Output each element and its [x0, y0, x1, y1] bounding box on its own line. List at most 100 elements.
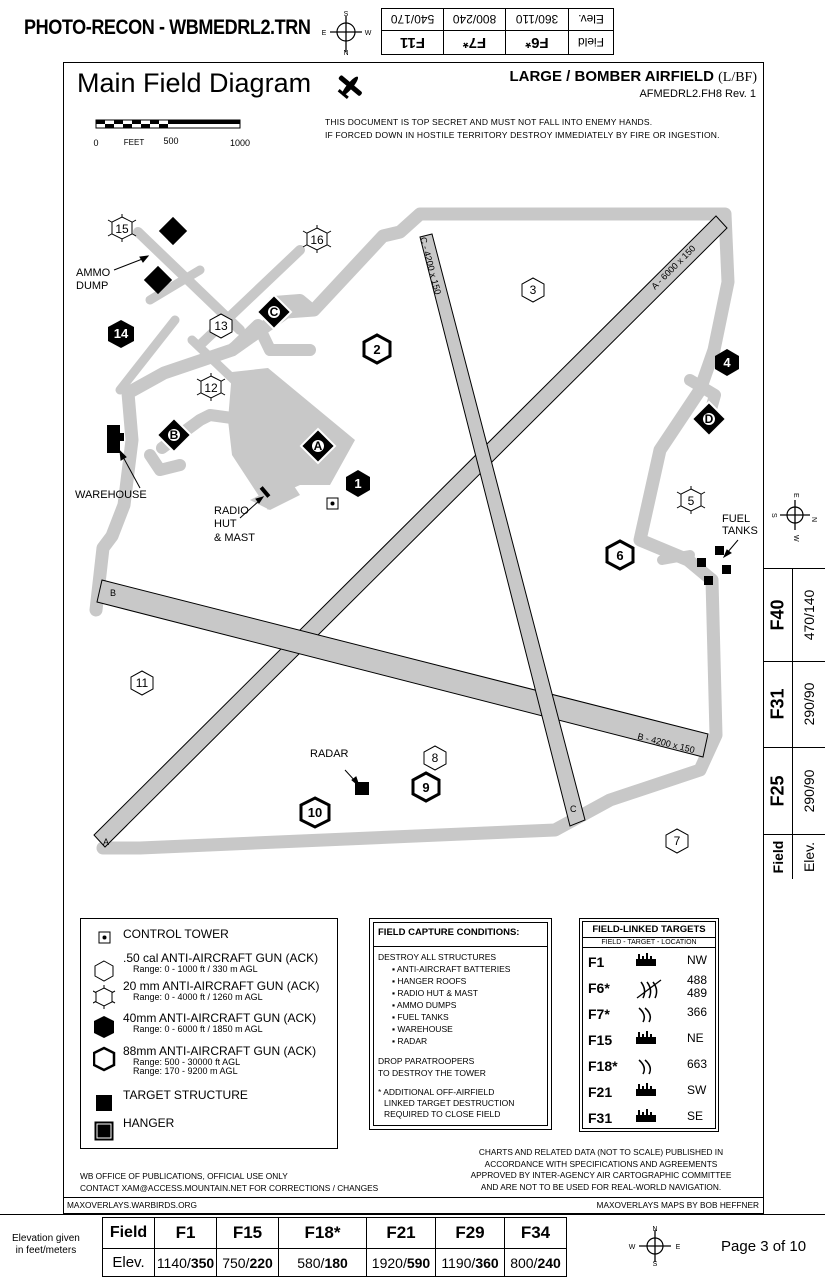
- legend-hanger: HANGER: [123, 1116, 175, 1130]
- header-title: PHOTO-RECON - WBMEDRL2.TRN: [24, 16, 311, 39]
- gun-7: 7: [665, 828, 689, 854]
- side-field-f25: F25: [767, 775, 788, 807]
- capture-drop: DROP PARATROOPERS TO DESTROY THE TOWER: [378, 1056, 486, 1078]
- header-field-table: Field F6* F7* F11 Elev. 360/110 800/240 …: [381, 8, 614, 55]
- bottom-field-0: F1: [154, 1217, 217, 1249]
- svg-text:0: 0: [93, 138, 98, 148]
- svg-text:A: A: [314, 439, 323, 453]
- legend-gun-50: .50 cal ANTI-AIRCRAFT GUN (ACK)Range: 0 …: [123, 951, 319, 974]
- svg-text:RADIO: RADIO: [214, 505, 249, 517]
- bottom-compass-icon: N S W E: [629, 1226, 681, 1266]
- main-frame: [63, 62, 764, 1214]
- svg-text:10: 10: [308, 805, 322, 820]
- bottom-elev-label: Elev.: [102, 1248, 155, 1277]
- svg-text:N: N: [343, 50, 348, 56]
- gun-9: 9: [411, 771, 441, 803]
- page-title: Main Field Diagram: [77, 68, 312, 98]
- bridge-icon: [635, 1056, 657, 1083]
- gun-6: 6: [605, 539, 635, 571]
- side-field-label: Field: [770, 840, 786, 874]
- linked-row: F31 SE: [583, 1104, 715, 1130]
- svg-text:14: 14: [114, 326, 129, 341]
- linked-field: F6*: [588, 980, 610, 996]
- svg-text:S: S: [344, 11, 349, 18]
- legend-gun-20: 20 mm ANTI-AIRCRAFT GUN (ACK)Range: 0 - …: [123, 979, 320, 1002]
- linked-location: NW: [687, 953, 707, 967]
- legend-gun-40: 40mm ANTI-AIRCRAFT GUN (ACK)Range: 0 - 6…: [123, 1011, 317, 1034]
- header-elev-f7: 800/240: [443, 8, 506, 31]
- linked-field: F31: [588, 1110, 613, 1126]
- bridges-icon: [635, 978, 663, 1005]
- svg-text:1000: 1000: [230, 138, 250, 148]
- svg-text:HUT: HUT: [214, 518, 237, 530]
- side-elev-label: Elev.: [801, 841, 817, 873]
- gun-16: 16: [302, 225, 332, 253]
- author-credit: MAXOVERLAYS MAPS BY BOB HEFFNER: [596, 1200, 759, 1210]
- linked-field: F7*: [588, 1006, 610, 1022]
- svg-text:S: S: [653, 1261, 658, 1266]
- linked-subtitle: FIELD - TARGET - LOCATION: [601, 939, 697, 946]
- airfield-file: AFMEDRL2.FH8 Rev. 1: [639, 88, 756, 100]
- gun-15: 15: [107, 214, 137, 242]
- bottom-field-5: F34: [504, 1217, 567, 1249]
- gun-2: 2: [362, 333, 392, 365]
- charts-notice: CHARTS AND RELATED DATA (NOT TO SCALE) P…: [470, 1147, 732, 1192]
- capture-conditions-box: FIELD CAPTURE CONDITIONS: DESTROY ALL ST…: [369, 918, 552, 1130]
- capture-title: FIELD CAPTURE CONDITIONS:: [378, 927, 520, 938]
- legend-target: TARGET STRUCTURE: [123, 1088, 248, 1102]
- gun-1: 1: [346, 470, 370, 497]
- linked-location: NE: [687, 1031, 704, 1045]
- svg-text:13: 13: [214, 319, 228, 333]
- bottom-field-label: Field: [102, 1217, 155, 1249]
- bottom-elev-1: 750/220: [216, 1248, 279, 1277]
- header-elev-f6: 360/110: [505, 8, 569, 31]
- side-compass-icon: N S E W: [770, 493, 817, 542]
- bottom-field-1: F15: [216, 1217, 279, 1249]
- svg-text:9: 9: [422, 780, 429, 795]
- airplane-icon: [337, 75, 362, 100]
- gun-10: 10: [299, 796, 331, 829]
- svg-text:15: 15: [115, 222, 129, 236]
- header-elev-f11: 540/170: [381, 8, 444, 31]
- svg-text:3: 3: [530, 283, 537, 297]
- linked-field: F21: [588, 1084, 613, 1100]
- office-notice: WB OFFICE OF PUBLICATIONS, OFFICIAL USE …: [80, 1171, 379, 1193]
- site-link[interactable]: MAXOVERLAYS.WARBIRDS.ORG: [67, 1200, 198, 1210]
- side-field-table: F40 470/140 F31 290/90 F25 290/90 Field …: [764, 568, 825, 879]
- scale-bar: 0 FEET 500 1000: [93, 119, 250, 148]
- side-field-f31: F31: [767, 688, 788, 720]
- linked-location: 663: [687, 1057, 708, 1071]
- gun-14: 14: [108, 320, 134, 348]
- side-elev-f25: 290/90: [801, 769, 817, 813]
- svg-text:WAREHOUSE: WAREHOUSE: [75, 489, 147, 501]
- svg-text:4: 4: [723, 355, 731, 370]
- linked-field: F15: [588, 1032, 613, 1048]
- fuel-tank-2: [722, 565, 731, 574]
- airfield-title: LARGE / BOMBER AIRFIELD (L/BF): [509, 68, 757, 85]
- svg-text:D: D: [705, 412, 714, 426]
- factory-icon: [635, 1082, 657, 1101]
- svg-text:TANKS: TANKS: [722, 525, 758, 537]
- svg-text:A - 6000 x 150: A - 6000 x 150: [649, 243, 697, 291]
- svg-text:A: A: [103, 837, 109, 847]
- gun-4: 4: [715, 349, 739, 376]
- svg-text:FEET: FEET: [124, 138, 145, 147]
- gun-11: 11: [130, 670, 154, 696]
- bottom-elev-3: 1920/590: [366, 1248, 436, 1277]
- header-field-f7: F7*: [443, 30, 506, 55]
- svg-text:W: W: [792, 535, 799, 542]
- bottom-field-4: F29: [435, 1217, 505, 1249]
- warehouse: [107, 425, 120, 453]
- svg-text:S: S: [770, 513, 777, 518]
- linked-location: SW: [687, 1083, 707, 1097]
- svg-text:W: W: [365, 30, 372, 37]
- fuel-tank-1: [715, 546, 724, 555]
- linked-row: F6*488 489: [583, 974, 715, 1000]
- linked-location: SE: [687, 1109, 704, 1123]
- gun-13: 13: [209, 313, 233, 339]
- svg-text:RADAR: RADAR: [310, 748, 349, 760]
- svg-text:AMMO: AMMO: [76, 267, 111, 279]
